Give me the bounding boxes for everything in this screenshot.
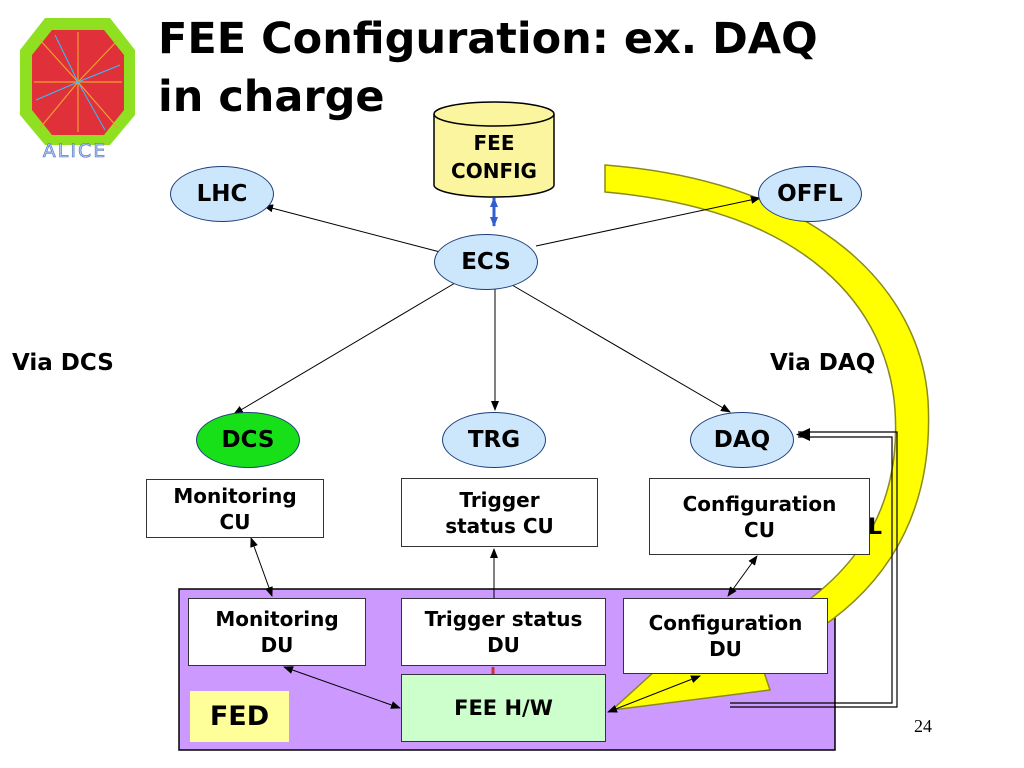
node-daq[interactable]: DAQ bbox=[690, 412, 794, 468]
line-conf-cu-du bbox=[727, 555, 758, 597]
configuration-du[interactable]: Configuration DU bbox=[623, 598, 828, 674]
via-dcs-label: Via DCS bbox=[12, 350, 114, 376]
configuration-cu-line1: Configuration bbox=[682, 491, 837, 516]
page-number: 24 bbox=[914, 716, 932, 736]
fee-config-label: FEE CONFIG bbox=[434, 128, 554, 186]
daq-feedback-line bbox=[730, 431, 898, 708]
trigger-status-cu-line2: status CU bbox=[445, 513, 554, 538]
via-daq-label: Via DAQ bbox=[770, 350, 876, 376]
trigger-status-cu[interactable]: Trigger status CU bbox=[401, 478, 598, 547]
node-lhc[interactable]: LHC bbox=[170, 166, 274, 222]
configuration-cu[interactable]: Configuration CU bbox=[649, 478, 870, 555]
trigger-status-du-line1: Trigger status bbox=[424, 607, 583, 631]
monitoring-du-line2: DU bbox=[260, 633, 294, 657]
monitoring-cu-line2: CU bbox=[219, 509, 251, 534]
line-ecs-lhc bbox=[263, 204, 441, 253]
fee-config-line1: FEE bbox=[473, 131, 515, 155]
fee-config-database-icon bbox=[433, 101, 555, 198]
configuration-du-line2: DU bbox=[709, 637, 742, 661]
node-ecs[interactable]: ECS bbox=[434, 234, 538, 290]
monitoring-cu-line1: Monitoring bbox=[173, 483, 297, 508]
trigger-status-du[interactable]: Trigger status DU bbox=[401, 598, 606, 666]
line-ecs-offl bbox=[535, 195, 761, 247]
line-mon-du-feehw bbox=[283, 666, 401, 709]
alice-logo-icon bbox=[20, 18, 135, 145]
slide-title: FEE Configuration: ex. DAQ in charge bbox=[158, 10, 818, 126]
daq-feedback-arrowhead bbox=[796, 428, 810, 441]
trigger-status-du-line2: DU bbox=[487, 633, 520, 657]
line-mon-cu-du bbox=[250, 537, 273, 597]
monitoring-du[interactable]: Monitoring DU bbox=[188, 598, 366, 666]
node-trg[interactable]: TRG bbox=[442, 412, 546, 468]
partial-label: L bbox=[868, 515, 883, 540]
configuration-cu-line2: CU bbox=[744, 517, 775, 542]
monitoring-cu[interactable]: Monitoring CU bbox=[146, 479, 324, 538]
fee-hw-box[interactable]: FEE H/W bbox=[401, 674, 606, 742]
slide-title-line1: FEE Configuration: ex. DAQ bbox=[158, 14, 818, 64]
slide-title-line2: in charge bbox=[158, 72, 385, 122]
node-offl[interactable]: OFFL bbox=[758, 166, 862, 222]
monitoring-du-line1: Monitoring bbox=[215, 607, 339, 631]
line-conf-du-feehw bbox=[607, 675, 701, 713]
line-ecs-dcs bbox=[233, 282, 456, 415]
configuration-du-line1: Configuration bbox=[648, 611, 803, 635]
line-ecs-daq bbox=[511, 284, 731, 413]
node-dcs[interactable]: DCS bbox=[196, 412, 300, 468]
alice-logo-text: ALICE bbox=[43, 140, 107, 162]
fee-config-line2: CONFIG bbox=[451, 159, 537, 183]
trigger-status-cu-line1: Trigger bbox=[459, 487, 540, 512]
fed-label-box bbox=[190, 691, 289, 742]
fed-label: FED bbox=[209, 701, 270, 732]
